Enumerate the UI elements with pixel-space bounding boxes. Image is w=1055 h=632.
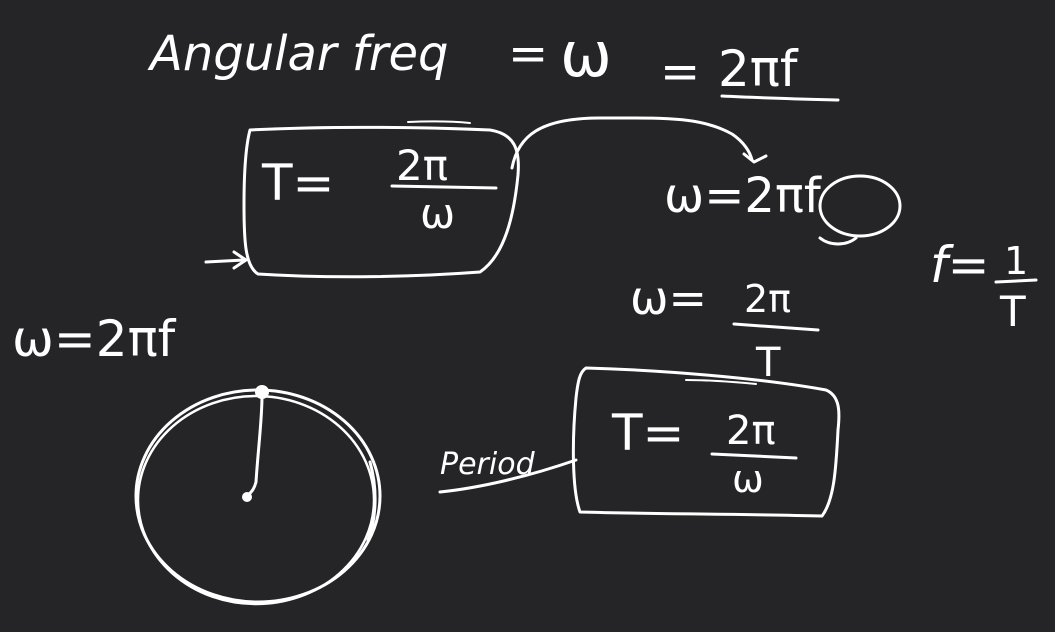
heading-line: Angular freq = ω = 2πf	[147, 18, 840, 102]
omega-2pi-over-T-fraction-bar	[732, 322, 820, 332]
heading-equals-1: =	[508, 26, 548, 82]
f-equals-one-over-T: f= 1 T	[930, 236, 1038, 336]
formula-box-top-outline	[242, 125, 520, 279]
center-dot	[242, 492, 252, 502]
formula-box-top-numerator: 2π	[396, 141, 448, 190]
circular-motion-diagram	[134, 385, 382, 606]
omega-2pi-over-T: ω= 2π T	[630, 271, 820, 386]
f-equals-fraction-bar	[994, 278, 1038, 284]
omega-2pi-over-T-numerator: 2π	[744, 277, 791, 321]
formula-box-top-fraction-bar	[390, 184, 498, 190]
heading-equals-2: =	[660, 44, 700, 100]
f-equals-lhs: f=	[930, 236, 990, 294]
formula-box-top-denominator: ω	[420, 189, 455, 238]
omega-2pif-right-text: ω=2πf	[664, 168, 822, 224]
heading-rhs: 2πf	[718, 40, 799, 98]
formula-box-bottom: T= 2π ω	[571, 366, 841, 518]
omega-2pi-over-T-denominator: T	[755, 340, 781, 386]
connector-arrow-head-icon	[742, 152, 768, 164]
entry-arrow-head-icon	[232, 250, 248, 270]
formula-box-bottom-numerator: 2π	[726, 408, 776, 454]
circle-inner	[136, 394, 376, 606]
f-highlight-circle	[818, 174, 902, 238]
heading-omega: ω	[560, 18, 612, 91]
formula-box-bottom-fraction-bar	[710, 452, 798, 460]
formula-box-top: T= 2π ω	[204, 120, 520, 279]
formula-box-top-lhs: T=	[261, 154, 334, 212]
formula-box-bottom-overline	[685, 379, 757, 385]
period-note: Period	[438, 447, 578, 494]
connector-curve	[510, 116, 754, 170]
formula-box-bottom-lhs: T=	[611, 404, 684, 462]
particle-dot	[255, 385, 269, 399]
formula-box-bottom-denominator: ω	[732, 457, 764, 501]
formula-box-bottom-outline	[571, 366, 841, 518]
f-equals-numerator: 1	[1004, 239, 1028, 283]
omega-2pif-left-text: ω=2πf	[12, 310, 177, 368]
f-equals-denominator: T	[999, 287, 1026, 336]
formula-box-top-overline	[407, 120, 471, 124]
omega-2pif-left: ω=2πf	[12, 310, 177, 368]
heading-label: Angular freq	[147, 26, 449, 82]
period-underline	[438, 458, 578, 494]
entry-arrow-shaft	[204, 258, 246, 264]
omega-2pi-over-T-lhs: ω=	[630, 271, 707, 325]
omega-2pif-right: ω=2πf	[664, 168, 902, 246]
heading-rhs-underline	[720, 94, 840, 102]
circle-tail-stroke	[366, 460, 377, 542]
f-highlight-scribble	[818, 236, 858, 246]
radius-line	[244, 394, 264, 498]
